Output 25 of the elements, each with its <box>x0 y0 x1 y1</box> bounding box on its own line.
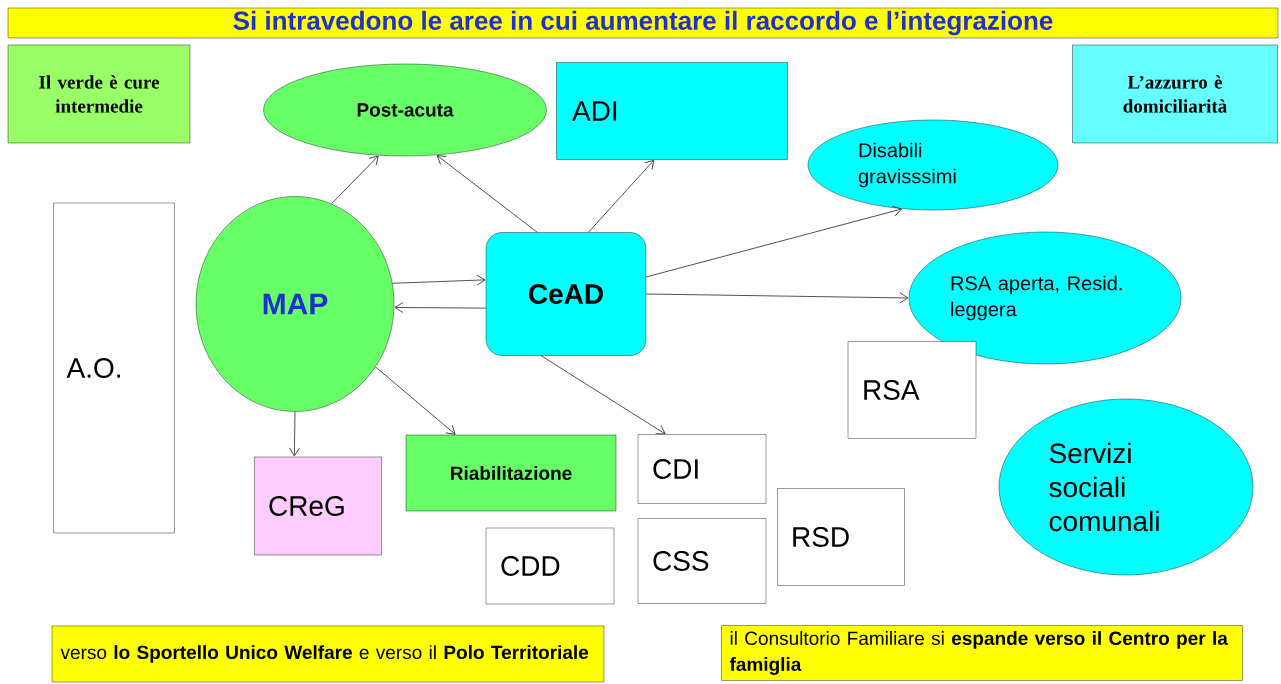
arrow <box>436 155 538 233</box>
service-box: CReG <box>254 456 382 556</box>
service-box: CSS <box>637 518 767 604</box>
service-box: ADI <box>556 62 788 160</box>
note-box: Il verde è cure intermedie <box>7 44 191 144</box>
arrow <box>645 205 902 278</box>
service-box: Riabilitazione <box>405 434 617 512</box>
title-banner: Si intravedono le aree in cui aumentare il raccordo e l’integrazione <box>7 7 1279 39</box>
arrow <box>289 411 300 457</box>
arrow <box>588 159 655 233</box>
arrow <box>540 355 666 435</box>
hub-box: CeAD <box>485 232 647 356</box>
note-box: verso lo Sportello Unico Welfare e verso il Polo Territoriale <box>51 625 605 683</box>
note-box: L’azzurro è domiciliarità <box>1072 44 1278 144</box>
arrow <box>331 155 379 205</box>
service-box: A.O. <box>53 202 175 534</box>
service-box: RSD <box>777 488 905 586</box>
arrow <box>645 292 909 304</box>
service-box: RSA <box>847 341 977 439</box>
arrow <box>391 274 486 286</box>
service-box: CDD <box>485 527 615 605</box>
arrow <box>375 366 456 435</box>
arrow <box>394 302 487 313</box>
service-box: CDI <box>637 434 767 504</box>
note-box: il Consultorio Familiare si espande verso il Centro per la famiglia <box>721 625 1243 681</box>
